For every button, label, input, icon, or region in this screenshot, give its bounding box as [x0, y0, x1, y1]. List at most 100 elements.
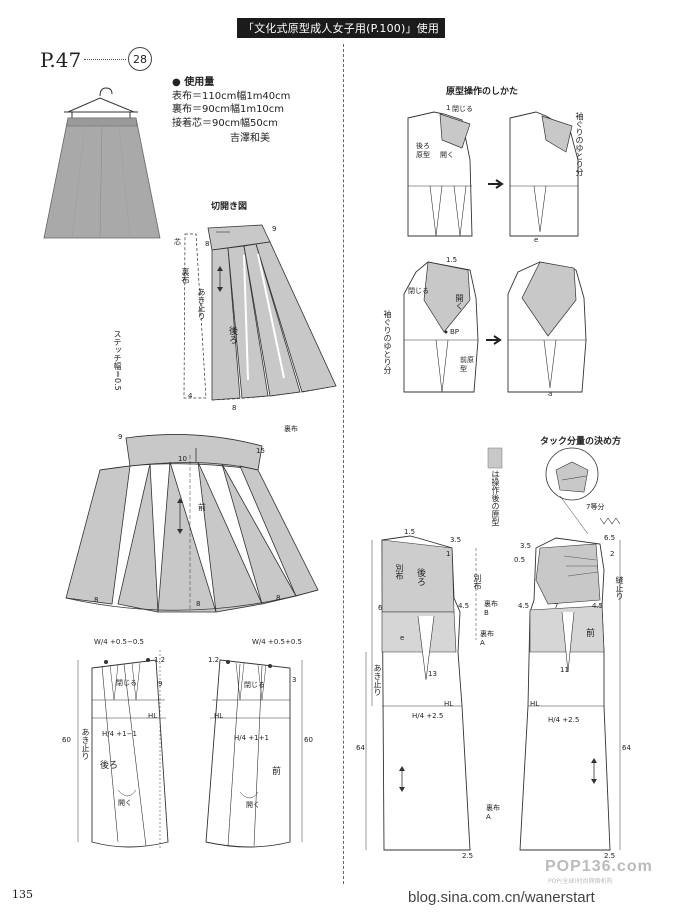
- close-label-manip-front: 閉じる: [408, 287, 429, 295]
- materials-line-1: 表布＝110cm幅1m40cm: [172, 90, 291, 102]
- dim-9-back-pattern: 9: [158, 680, 163, 688]
- front-panel-label: 前: [198, 503, 206, 512]
- lining-a-bottom: 裏布A: [486, 804, 500, 821]
- interfacing-label: 芯: [174, 238, 181, 246]
- header-banner: 「文化式原型成人女子用(P.100)」使用: [237, 18, 445, 38]
- dim-2-5-front: 2.5: [604, 852, 616, 860]
- bust-point-label: BP: [450, 328, 460, 336]
- page-label: P.47: [40, 48, 82, 72]
- close-label-back: 閉じる: [116, 679, 137, 687]
- dim-7-front: 7: [554, 602, 559, 610]
- dim-1-5-back-dress: 1.5: [404, 528, 416, 536]
- dim-8-back-top: 8: [205, 240, 210, 248]
- dim-1-5-manip-front: 1.5: [446, 256, 458, 264]
- point-e-back-dress: e: [400, 634, 405, 642]
- armhole-ease-label-front: 袖ぐりのゆとり分: [383, 310, 392, 374]
- materials-line-2: 裏布＝90cm幅1m10cm: [172, 104, 285, 115]
- separate-cloth-back: 別布: [395, 564, 404, 580]
- dim-6-back: 6: [378, 604, 383, 612]
- dim-4-5-back: 4.5: [458, 602, 470, 610]
- opening-stop-back-dress: あき止り: [373, 664, 382, 696]
- column-divider: [343, 44, 344, 884]
- point-a-front: a: [548, 390, 553, 398]
- back-panel-label: 後ろ: [227, 326, 237, 344]
- blog-url-watermark[interactable]: blog.sina.com.cn/wanerstart: [408, 889, 595, 906]
- point-e-back: e: [534, 236, 539, 244]
- materials-line-3: 接着芯＝90cm幅50cm: [172, 117, 278, 129]
- page-number: 135: [12, 888, 33, 901]
- dim-3-5-front: 3.5: [520, 542, 532, 550]
- dim-60-front: 60: [304, 736, 313, 744]
- open-label-manip-back: 開く: [440, 151, 454, 159]
- front-dress-label: 前: [586, 629, 596, 639]
- watermark-subtitle: POP(全球)时尚网络机构: [548, 878, 613, 885]
- dim-8-front-left: 8: [94, 596, 99, 604]
- dim-64-back: 64: [356, 744, 365, 752]
- dotted-leader: [84, 59, 126, 60]
- front-pattern-label: 前: [272, 767, 282, 777]
- lining-label-back: 裏布: [181, 268, 190, 284]
- dim-64-front: 64: [622, 744, 631, 752]
- hanger-icon: [64, 87, 138, 120]
- hip-line-back: HL: [148, 712, 158, 720]
- dim-13-back: 13: [428, 670, 437, 678]
- dim-15-front: 15: [256, 447, 265, 455]
- designer-name: 吉澤和美: [230, 133, 270, 144]
- manipulation-title: 原型操作のしかた: [446, 87, 519, 97]
- dim-2-5-back: 2.5: [462, 852, 474, 860]
- dim-10-front: 10: [178, 455, 187, 463]
- dim-1-back-dress: 1: [446, 550, 451, 558]
- lining-label-bottom: 裏布: [284, 425, 298, 433]
- lining-a-label: 裏布A: [480, 630, 494, 647]
- dim-8-back-hem: 8: [232, 404, 237, 412]
- materials-block: ● 使用量 表布＝110cm幅1m40cm 裏布＝90cm幅1m10cm 接着芯…: [172, 76, 290, 130]
- open-label-manip-front: 開く: [455, 294, 464, 310]
- waist-formula-back: W/4 +0.5−0.5: [94, 638, 144, 646]
- tuck-legend-label: は操作後の原型: [491, 470, 500, 526]
- hip-formula-front-dress: H/4 +2.5: [548, 716, 580, 724]
- armhole-ease-label-back: 袖ぐりのゆとり分: [575, 112, 584, 176]
- dim-6-5-front: 6.5: [604, 534, 616, 542]
- hip-line-front: HL: [214, 712, 224, 720]
- opening-stop-label-back: あき止り: [197, 288, 206, 320]
- lining-b-label: 裏布B: [484, 600, 498, 617]
- close-label-front: 閉じる: [244, 681, 265, 689]
- dim-8-front-right: 8: [276, 594, 281, 602]
- dim-1-2-front: 1.2: [208, 656, 220, 664]
- back-block-label: 後ろ原型: [416, 142, 430, 159]
- front-block-label: 前原型: [460, 356, 474, 373]
- dim-4-back: 4: [188, 392, 193, 400]
- back-pattern-label: 後ろ: [100, 761, 119, 771]
- hip-formula-front: H/4 +1+1: [234, 734, 269, 742]
- dim-9-back: 9: [272, 225, 277, 233]
- dim-8-front-mid: 8: [196, 600, 201, 608]
- stitch-stop-front: 縫止り: [615, 576, 624, 600]
- open-diagram-title: 切開き図: [211, 202, 248, 212]
- open-label-back: 開く: [118, 799, 132, 807]
- materials-title: ● 使用量: [172, 77, 215, 88]
- opening-stop-back-pattern: あき止り: [81, 728, 90, 760]
- separate-cloth-side: 別布: [473, 574, 482, 590]
- hip-formula-back: H/4 +1−1: [102, 730, 137, 738]
- dim-4-5-front-right: 4.5: [592, 602, 604, 610]
- dim-3-front: 3: [292, 676, 297, 684]
- dim-4-5-front: 4.5: [518, 602, 530, 610]
- close-label-manip-back: 閉じる: [452, 105, 473, 113]
- waist-formula-front: W/4 +0.5+0.5: [252, 638, 302, 646]
- dim-2-front: 2: [610, 550, 615, 558]
- tuck-title: タック分量の決め方: [540, 437, 622, 447]
- pattern-number: 28: [128, 47, 152, 71]
- hip-line-back-dress: HL: [444, 700, 454, 708]
- hip-line-front-dress: HL: [530, 700, 540, 708]
- dim-11-front: 11: [560, 666, 569, 674]
